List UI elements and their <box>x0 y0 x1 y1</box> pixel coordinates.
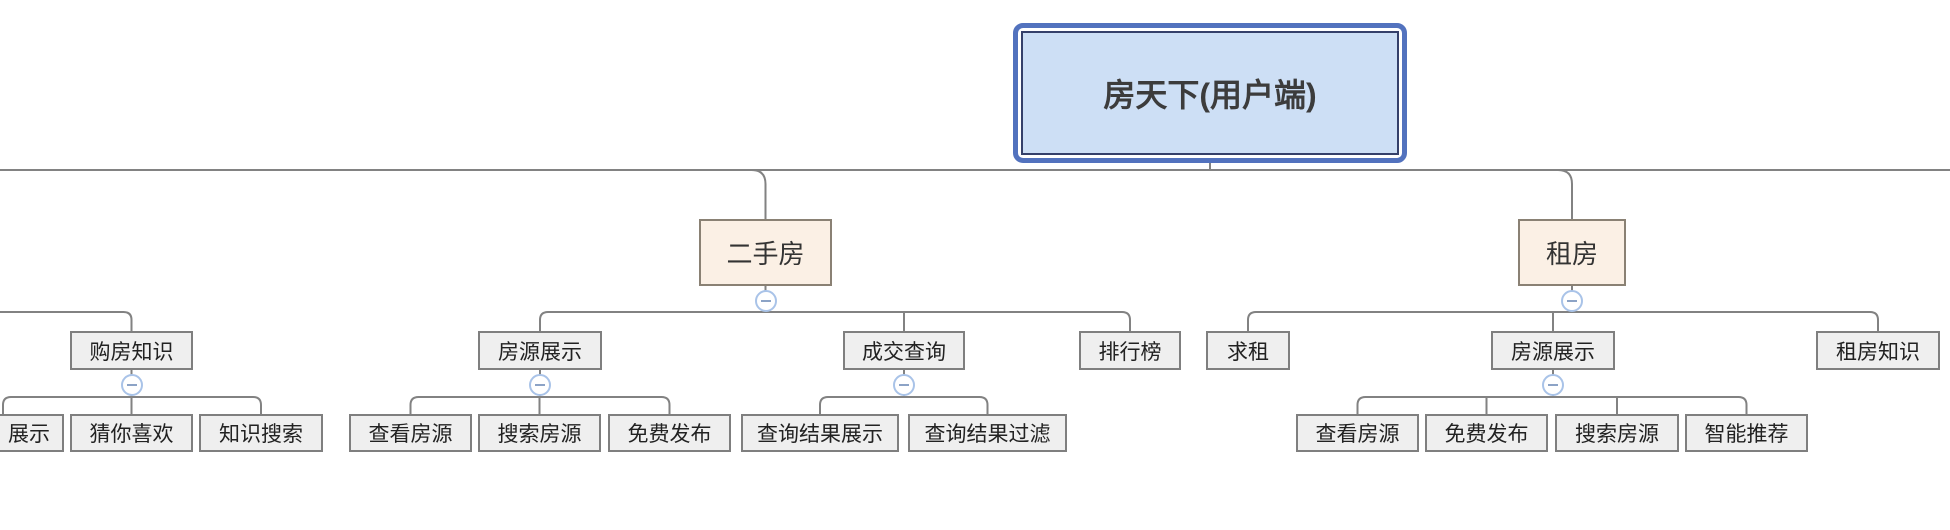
topic-listing-display-1-label: 房源展示 <box>498 340 582 364</box>
leaf-free-publish-1-label: 免费发布 <box>627 423 712 446</box>
leaf-free-publish-1[interactable]: 免费发布 <box>608 414 731 452</box>
topic-rent-seek-label: 求租 <box>1227 340 1269 364</box>
topic-rent-knowledge[interactable]: 租房知识 <box>1816 331 1940 370</box>
leaf-query-result-display[interactable]: 查询结果展示 <box>741 414 899 452</box>
branch-second-hand[interactable]: 二手房 <box>699 219 832 286</box>
leaf-search-listings-2[interactable]: 搜索房源 <box>1555 414 1679 452</box>
collapse-icon-listing-display-2[interactable] <box>1542 374 1564 396</box>
leaf-knowledge-search-label: 知识搜索 <box>219 423 303 446</box>
topic-rent-knowledge-label: 租房知识 <box>1836 340 1920 364</box>
collapse-icon-deal-query[interactable] <box>893 374 915 396</box>
branch-rent[interactable]: 租房 <box>1518 219 1626 286</box>
leaf-guess-you-like-label: 猜你喜欢 <box>89 423 174 446</box>
minus-icon <box>1567 300 1577 302</box>
minus-icon <box>760 300 771 302</box>
branch-rent-label: 租房 <box>1545 239 1598 269</box>
leaf-knowledge-search[interactable]: 知识搜索 <box>199 414 323 452</box>
leaf-search-listings-1[interactable]: 搜索房源 <box>478 414 601 452</box>
leaf-search-listings-1-label: 搜索房源 <box>497 423 582 446</box>
leaf-display-clipped-label: 展示 <box>8 423 50 446</box>
leaf-guess-you-like[interactable]: 猜你喜欢 <box>70 414 193 452</box>
root-topic-label: 房天下(用户端) <box>1021 31 1399 155</box>
collapse-icon-rent[interactable] <box>1561 290 1583 312</box>
leaf-smart-recommend-label: 智能推荐 <box>1704 423 1789 446</box>
topic-buy-knowledge[interactable]: 购房知识 <box>70 331 193 370</box>
minus-icon <box>535 384 545 386</box>
leaf-query-result-display-label: 查询结果展示 <box>757 423 883 446</box>
collapse-icon-buy-knowledge[interactable] <box>120 374 143 396</box>
leaf-search-listings-2-label: 搜索房源 <box>1575 423 1659 446</box>
topic-ranking-label: 排行榜 <box>1098 340 1162 364</box>
leaf-view-listings-2[interactable]: 查看房源 <box>1296 414 1419 452</box>
minus-icon <box>1548 384 1558 386</box>
leaf-free-publish-2-label: 免费发布 <box>1444 423 1529 446</box>
topic-deal-query[interactable]: 成交查询 <box>843 331 965 370</box>
collapse-icon-second-hand[interactable] <box>754 290 777 312</box>
leaf-query-result-filter[interactable]: 查询结果过滤 <box>908 414 1067 452</box>
topic-ranking[interactable]: 排行榜 <box>1079 331 1181 370</box>
leaf-view-listings-1[interactable]: 查看房源 <box>349 414 472 452</box>
topic-rent-seek[interactable]: 求租 <box>1206 331 1290 370</box>
root-topic[interactable]: 房天下(用户端) <box>1013 23 1407 163</box>
topic-listing-display-2-label: 房源展示 <box>1511 340 1595 364</box>
leaf-view-listings-1-label: 查看房源 <box>368 423 453 446</box>
minus-icon <box>126 384 137 386</box>
leaf-smart-recommend[interactable]: 智能推荐 <box>1685 414 1808 452</box>
topic-listing-display-1[interactable]: 房源展示 <box>478 331 602 370</box>
collapse-icon-listing-display-1[interactable] <box>529 374 551 396</box>
leaf-display-clipped[interactable]: 展示 <box>0 414 64 452</box>
topic-buy-knowledge-label: 购房知识 <box>89 340 174 364</box>
leaf-query-result-filter-label: 查询结果过滤 <box>924 423 1051 446</box>
minus-icon <box>899 384 909 386</box>
topic-listing-display-2[interactable]: 房源展示 <box>1491 331 1615 370</box>
leaf-view-listings-2-label: 查看房源 <box>1315 423 1400 446</box>
branch-second-hand-label: 二手房 <box>726 239 805 269</box>
topic-deal-query-label: 成交查询 <box>862 340 946 364</box>
leaf-free-publish-2[interactable]: 免费发布 <box>1425 414 1548 452</box>
